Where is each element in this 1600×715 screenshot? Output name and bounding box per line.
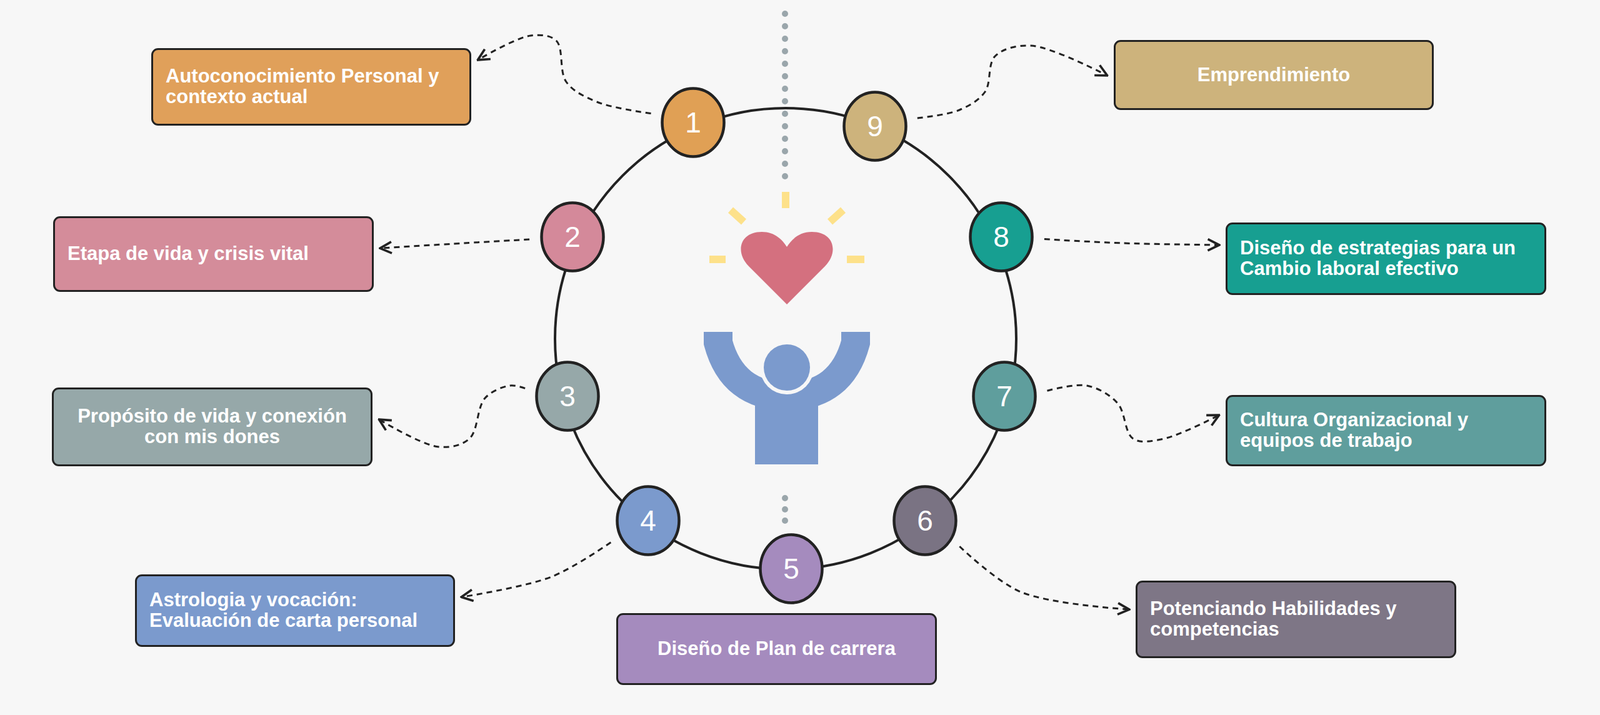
dashed-arrow [1046,385,1219,442]
topic-box: Etapa de vida y crisis vital [53,216,374,292]
topic-box: Astrologia y vocación: Evaluación de car… [135,574,455,647]
circle-fill [894,486,957,555]
topic-label: Propósito de vida y conexión con mis don… [66,406,359,447]
dashed-arrow [380,385,525,448]
topic-label: Diseño de Plan de carrera [630,638,923,660]
dashed-arrow [959,546,1129,610]
dashed-arrow [462,542,611,597]
topic-label: Potenciando Habilidades y competencias [1150,598,1442,640]
circle-fill [970,203,1033,272]
step-circle: 8 [968,201,1034,273]
step-circle: 1 [660,86,726,159]
step-number: 3 [559,381,576,411]
topic-box: Autoconocimiento Personal y contexto act… [151,48,472,126]
topic-label: Autoconocimiento Personal y contexto act… [165,66,457,107]
topic-label: Emprendimiento [1128,65,1420,86]
step-number: 4 [640,506,657,535]
dashed-arrow [917,45,1107,119]
step-circle: 5 [758,533,824,605]
step-number: 7 [996,381,1013,411]
topic-box: Cultura Organizacional y equipos de trab… [1225,395,1547,467]
step-circle: 9 [842,90,908,162]
topic-box: Diseño de Plan de carrera [616,613,937,685]
topic-label: Astrologia y vocación: Evaluación de car… [149,590,441,631]
topic-label: Cultura Organizacional y equipos de trab… [1240,410,1532,451]
dashed-arrow [478,35,652,114]
step-circle: 6 [892,485,958,557]
circle-fill [662,88,725,157]
step-number: 9 [866,111,884,141]
circle-fill [973,362,1036,431]
step-number: 5 [783,554,800,584]
ring [555,108,1017,570]
circle-fill [536,362,599,431]
step-number: 8 [993,222,1010,252]
step-circle: 4 [615,485,681,557]
step-number: 6 [916,506,934,535]
topic-label: Etapa de vida y crisis vital [67,243,360,265]
step-circle: 7 [971,360,1037,432]
heart-icon [740,231,833,305]
step-circle: 2 [540,201,605,273]
circle-fill [617,486,680,555]
dashed-arrow [381,239,530,249]
dashed-arrow [1044,239,1219,245]
topic-box: Propósito de vida y conexión con mis don… [51,387,373,467]
circle-fill [844,92,907,161]
step-circle: 3 [535,360,600,432]
step-number: 2 [564,222,581,252]
topic-box: Emprendimiento [1113,40,1434,110]
topic-label: Diseño de estrategias para un Cambio lab… [1240,238,1532,279]
step-number: 1 [685,108,702,137]
topic-box: Diseño de estrategias para un Cambio lab… [1225,222,1547,295]
topic-box: Potenciando Habilidades y competencias [1135,580,1457,659]
circle-fill [541,203,604,272]
person-icon [718,331,856,465]
circle-fill [760,535,823,604]
